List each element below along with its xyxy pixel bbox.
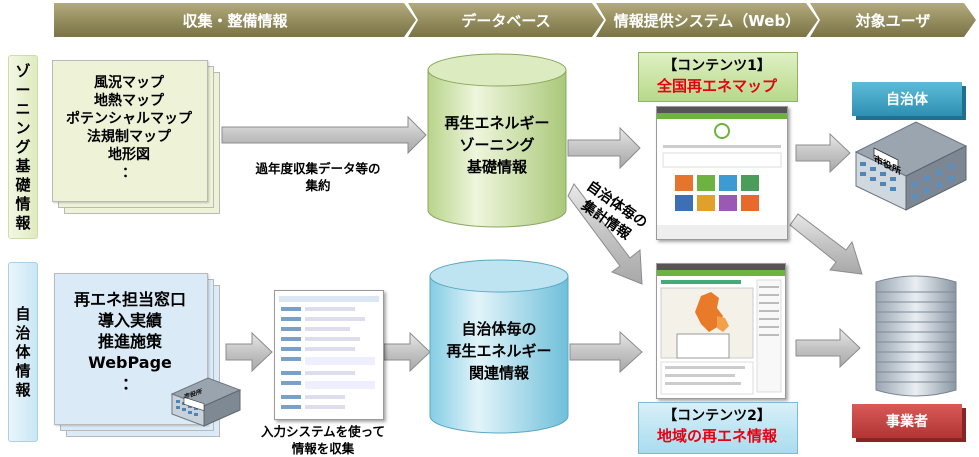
arrow-input-to-db (383, 331, 431, 373)
office-building-icon (875, 275, 957, 397)
db-line: 関連情報 (468, 364, 529, 382)
db-line: 基礎情報 (466, 158, 527, 176)
source-item: 導入実績 (97, 310, 162, 330)
source-item: 地形図 (108, 147, 150, 163)
side-char: ー (15, 80, 31, 99)
zoning-database-cylinder (427, 53, 567, 228)
label-line: 情報を収集 (291, 441, 355, 456)
content2-label-box (638, 402, 798, 454)
side-label-municipal: 自 治 体 情 報 (8, 262, 38, 442)
content2-label: 【コンテンツ2】 地域の再エネ情報 (638, 406, 796, 446)
side-char: 報 (15, 213, 31, 232)
side-char: 情 (15, 361, 31, 380)
source-item: 風況マップ (94, 75, 164, 91)
db-line: 再生エネルギー (446, 342, 552, 360)
arrow-db-to-content2 (569, 330, 643, 374)
content1-label-box (638, 52, 798, 102)
content2-screenshot (656, 263, 786, 399)
content1-label: 【コンテンツ1】 全国再エネマップ (638, 56, 796, 96)
source-item: 推進施策 (97, 331, 162, 351)
header-users-label: 対象ユーザ (855, 11, 931, 30)
municipal-database-label: 自治体毎の 再生エネルギー 関連情報 (432, 318, 566, 384)
arrow-docs-to-input (225, 331, 273, 373)
municipal-source-list: 再エネ担当窓口 導入実績 推進施策 WebPage ： (54, 283, 206, 399)
arrow-content2-to-business (795, 327, 861, 369)
label-input-system: 入力システムを使って 情報を収集 (248, 423, 398, 457)
header-collect-label: 収集・整備情報 (182, 11, 288, 30)
zoning-source-list: 風況マップ 地熱マップ ポテンシャルマップ 法規制マップ 地形図 ： (52, 66, 206, 190)
header-database: データベース (408, 3, 604, 37)
label-past-data: 過年度収集データ等の 集約 (238, 160, 398, 194)
side-label-zoning: ゾ ー ニ ン グ 基 礎 情 報 (8, 55, 38, 239)
source-item: ： (121, 373, 138, 393)
side-char: 報 (15, 380, 31, 399)
side-char: 体 (15, 342, 31, 361)
city-hall-icon (854, 121, 968, 211)
zoning-database-label: 再生エネルギー ゾーニング 基礎情報 (430, 112, 564, 178)
business-label: 事業者 (886, 414, 928, 430)
header-system-label: 情報提供システム（Web） (613, 11, 801, 30)
label-line: 過年度収集データ等の (255, 161, 381, 176)
header-database-label: データベース (461, 11, 551, 30)
side-char: 自 (15, 304, 31, 323)
side-char: ニ (15, 99, 31, 118)
source-item: WebPage (88, 352, 172, 372)
content1-page-graphic (657, 107, 787, 239)
header-users: 対象ユーザ (810, 3, 976, 37)
label-line: 入力システムを使って (260, 424, 385, 439)
source-item: ： (122, 165, 136, 181)
arrow-db-to-content1 (567, 126, 641, 170)
arrow-past-data (221, 115, 427, 155)
label-line: 集約 (305, 178, 331, 193)
db-line: ゾーニング (459, 136, 535, 154)
content1-tag: 【コンテンツ1】 (663, 58, 771, 74)
side-char: 治 (15, 323, 31, 342)
side-char: 礎 (15, 175, 31, 194)
db-line: 自治体毎の (461, 320, 537, 338)
arrow-aggregate (567, 183, 643, 285)
input-form-graphic (279, 296, 379, 409)
content2-page-graphic (657, 264, 785, 395)
header-collect: 収集・整備情報 (54, 3, 416, 37)
content1-screenshot (656, 106, 788, 240)
municipal-database-cylinder (429, 259, 569, 434)
content1-name: 全国再エネマップ (656, 77, 777, 95)
content2-name: 地域の再エネ情報 (656, 427, 777, 445)
source-item: 地熱マップ (94, 93, 164, 109)
header-system: 情報提供システム（Web） (596, 3, 818, 37)
municipality-box: 自治体 (852, 82, 962, 116)
content2-tag: 【コンテンツ2】 (663, 408, 771, 424)
side-char: ゾ (15, 61, 31, 80)
side-char: 情 (15, 194, 31, 213)
input-system-screenshot (274, 290, 384, 420)
side-char: グ (15, 137, 31, 156)
side-char: ン (15, 118, 31, 137)
arrow-content1-to-business (789, 213, 863, 275)
business-box: 事業者 (852, 404, 962, 438)
arrow-content1-to-municipality (795, 132, 851, 174)
db-line: 再生エネルギー (444, 114, 550, 132)
municipality-label: 自治体 (886, 92, 928, 108)
source-item: 再エネ担当窓口 (73, 289, 186, 309)
zoning-doc-front (52, 60, 208, 202)
side-char: 基 (15, 156, 31, 175)
city-hall-small-icon (170, 377, 242, 427)
source-item: ポテンシャルマップ (66, 111, 192, 127)
source-item: 法規制マップ (87, 129, 171, 145)
